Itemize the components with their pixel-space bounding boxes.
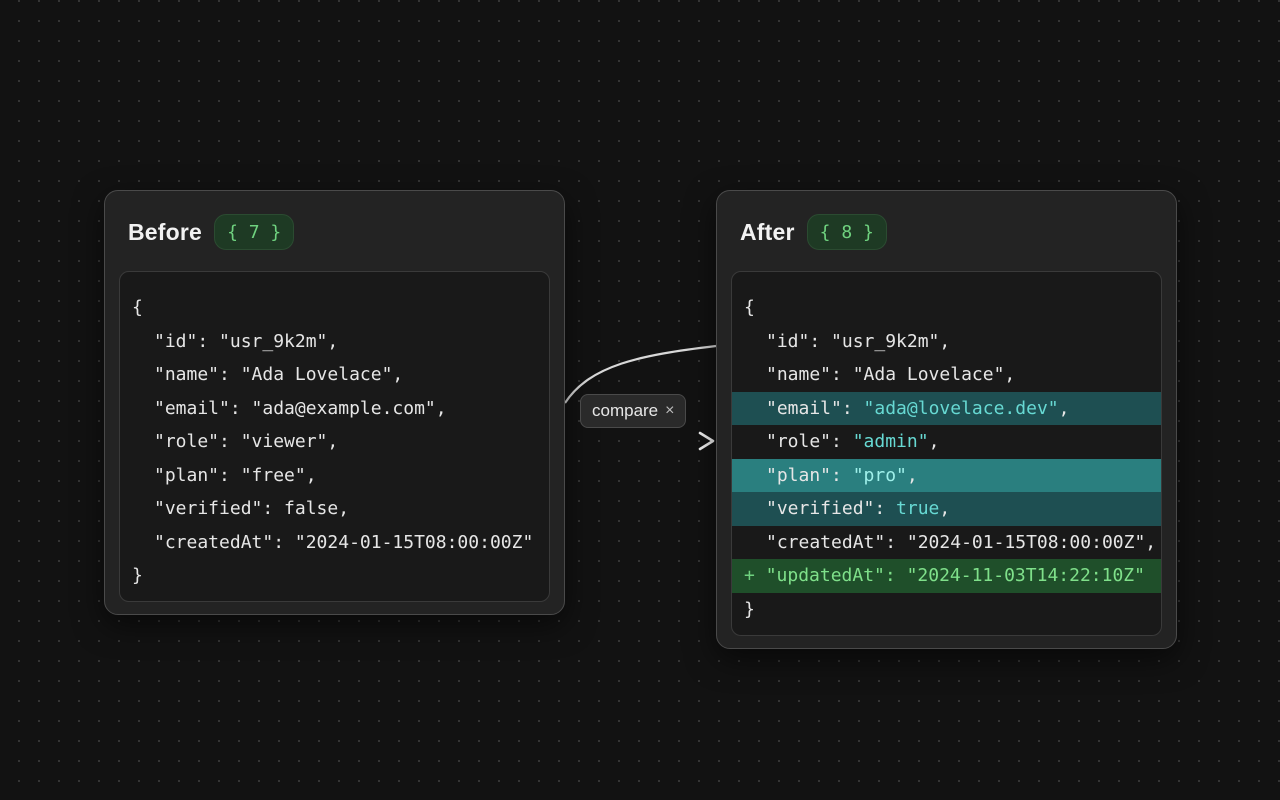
code-line: "id": "usr_9k2m", <box>154 330 339 352</box>
punct-text: , <box>928 431 940 452</box>
changed-value: "ada@lovelace.dev" <box>863 397 1059 419</box>
arrowhead-icon <box>698 431 715 451</box>
changed-value: "admin" <box>852 431 929 452</box>
code-line: "createdAt": "2024-01-15T08:00:00Z" <box>154 531 534 553</box>
before-header: Before { 7 } <box>128 213 295 251</box>
before-node[interactable]: Before { 7 } { "id": "usr_9k2m", "name":… <box>104 190 565 615</box>
code-line: "createdAt": "2024-01-15T08:00:00Z", <box>766 531 1157 553</box>
code-line: "id": "usr_9k2m", <box>766 330 951 352</box>
code-line: "plan": "free", <box>154 464 317 486</box>
close-icon[interactable]: × <box>665 402 675 419</box>
punct-text: , <box>939 498 951 519</box>
code-line: } <box>744 598 755 620</box>
code-line: { <box>132 297 143 318</box>
code-line: "role": "viewer", <box>154 431 339 452</box>
key-text: "role": <box>766 431 853 452</box>
after-node[interactable]: After { 8 } { "id": "usr_9k2m", "name": … <box>716 190 1177 649</box>
after-header: After { 8 } <box>740 213 887 251</box>
added-line-updated: + "updatedAt": "2024-11-03T14:22:10Z" <box>732 559 1161 593</box>
changed-line-email: "email": "ada@lovelace.dev", <box>732 391 1161 425</box>
after-title: After <box>740 218 795 245</box>
punct-text: , <box>906 464 918 486</box>
added-text: "updatedAt": "2024-11-03T14:22:10Z" <box>765 565 1145 586</box>
code-line: "name": "Ada Lovelace", <box>766 364 1016 385</box>
key-text: "verified": <box>766 498 897 519</box>
changed-line-role: "role": "admin", <box>732 425 1161 459</box>
before-title: Before <box>128 218 203 245</box>
before-code-block: { "id": "usr_9k2m", "name": "Ada Lovelac… <box>119 271 550 602</box>
after-count-badge: { 8 } <box>806 214 887 250</box>
punct-text: , <box>1058 397 1070 419</box>
key-text: "email": <box>766 397 864 419</box>
compare-label: compare <box>592 401 659 420</box>
changed-value: "pro" <box>852 464 907 486</box>
code-line: { <box>744 297 755 318</box>
changed-value: true <box>896 498 940 519</box>
code-line: "name": "Ada Lovelace", <box>154 364 404 385</box>
compare-edge-label[interactable]: compare × <box>580 394 687 428</box>
changed-line-plan: "plan": "pro", <box>732 458 1161 492</box>
code-line: } <box>132 565 143 586</box>
after-code-block: { "id": "usr_9k2m", "name": "Ada Lovelac… <box>731 271 1162 636</box>
key-text: "plan": <box>766 464 853 486</box>
code-line: "email": "ada@example.com", <box>154 397 447 419</box>
added-marker: + <box>744 565 766 586</box>
changed-line-verified: "verified": true, <box>732 492 1161 526</box>
code-line: "verified": false, <box>154 498 350 519</box>
before-count-badge: { 7 } <box>214 214 295 250</box>
